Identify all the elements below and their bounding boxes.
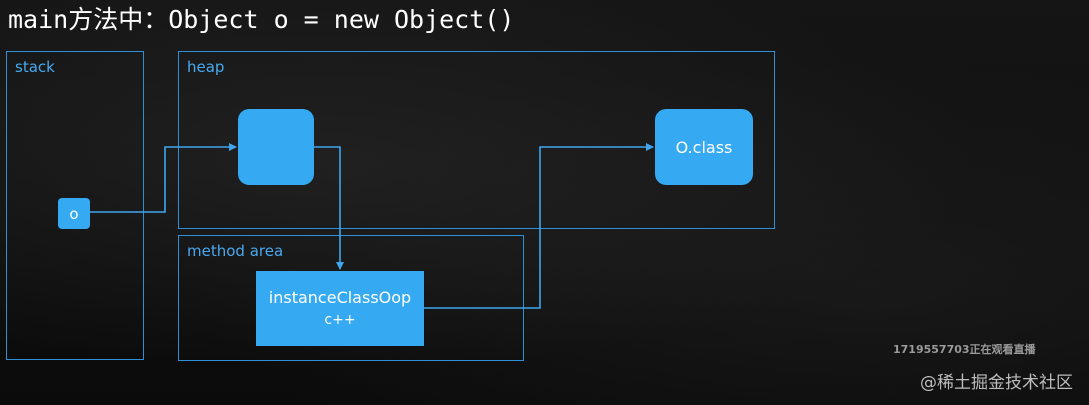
viewer-count-watermark: 1719557703正在观看直播 xyxy=(893,343,1036,356)
page-title: main方法中：Object o = new Object() xyxy=(8,5,515,34)
stack-region: stack xyxy=(6,51,144,360)
heap-label: heap xyxy=(187,58,225,76)
instance-class-oop-node: instanceClassOop c++ xyxy=(256,271,424,346)
method-area-region: method area xyxy=(178,235,524,361)
arrow-heap-object-to-oop xyxy=(314,146,344,270)
heap-object-node xyxy=(238,109,314,185)
stack-label: stack xyxy=(15,58,55,76)
arrow-o-to-heap-object xyxy=(90,143,237,213)
arrow-oop-to-class-object xyxy=(424,143,654,309)
instance-class-oop-label: instanceClassOop xyxy=(268,287,412,307)
reference-o-node: o xyxy=(58,198,90,229)
class-object-node: O.class xyxy=(655,109,753,185)
reference-o-label: o xyxy=(69,204,79,223)
instance-class-oop-sublabel: c++ xyxy=(324,311,356,328)
method-area-label: method area xyxy=(187,242,284,260)
site-watermark: @稀土掘金技术社区 xyxy=(920,373,1073,393)
class-object-label: O.class xyxy=(675,137,733,157)
heap-region: heap xyxy=(178,51,775,229)
